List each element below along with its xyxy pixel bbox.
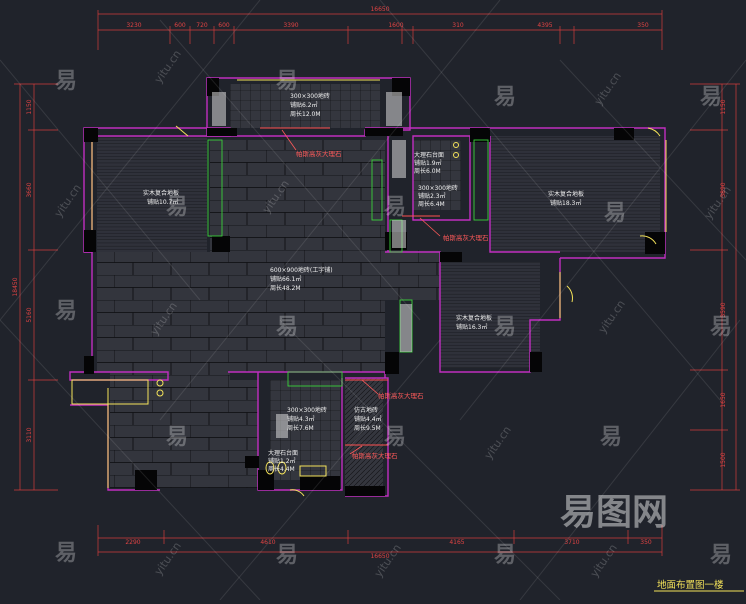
dining-floor	[110, 380, 258, 488]
room-label-living: 600×900地砖(工字铺)铺贴66.1㎡周长48.2M	[270, 266, 333, 292]
dim-label: 1650	[720, 392, 727, 407]
living-room-floor	[97, 140, 440, 380]
dim-label: 600	[174, 22, 186, 29]
right-bedroom-floor	[490, 136, 660, 252]
dim-label: 350	[640, 539, 652, 546]
dim-label: 3590	[720, 302, 727, 317]
watermark-text: yitu.cn	[702, 184, 734, 222]
floor-areas	[97, 84, 660, 488]
room-label-kitchen: 300×300地砖铺贴4.3㎡周长7.6M	[287, 406, 327, 432]
leader-label: 帕斯高灰大理石	[296, 149, 342, 158]
watermark-glyph: 易	[710, 315, 732, 340]
room-label-bath-upper: 300×300地砖铺贴2.3㎡周长6.4M	[418, 184, 458, 208]
watermark-glyph: 易	[384, 195, 406, 220]
dim-label: 2290	[125, 539, 140, 546]
top-dimension-chain	[97, 10, 663, 50]
wall-cabinets	[212, 92, 412, 438]
dim-label: 5160	[26, 307, 33, 322]
room-label-bath-lower: 仿古地砖铺贴4.4㎡周长9.5M	[354, 406, 382, 432]
dim-label: 1150	[720, 99, 727, 114]
dim-label: 1500	[720, 452, 727, 467]
bottom-dimension-chain	[97, 525, 663, 556]
watermark-glyph: 易	[276, 543, 298, 568]
watermark-glyph: 易	[494, 543, 516, 568]
dim-label: 3390	[283, 22, 298, 29]
overall-bottom-dim: 16650	[370, 553, 389, 560]
watermark-text: yitu.cn	[52, 182, 84, 220]
watermark-glyph: 易	[55, 299, 77, 324]
dim-label: 310	[452, 22, 464, 29]
top-dim-labels: 3230 600 720 600 3390 1600 310 4395 350	[126, 22, 649, 29]
room-label-left-bedroom: 实木复合地板铺贴10.7㎡	[143, 189, 179, 206]
room-label-balcony: 300×300地砖铺贴6.2㎡周长12.0M	[290, 92, 330, 118]
right-dimension-chain	[690, 83, 740, 491]
dim-label: 600	[218, 22, 230, 29]
watermark-glyph: 易	[700, 85, 722, 110]
watermark-text: yitu.cn	[588, 542, 620, 580]
dim-label: 3660	[26, 182, 33, 197]
watermark-text: yitu.cn	[152, 540, 184, 578]
watermark-text: yitu.cn	[152, 48, 184, 86]
watermark-glyph: 易	[494, 85, 516, 110]
leader-lines	[281, 129, 441, 455]
watermark-glyph: 易	[384, 425, 406, 450]
watermark-brand: 易图网	[560, 492, 668, 533]
watermark-glyph: 易	[604, 201, 626, 226]
room-label-middle-bedroom: 实木复合地板铺贴16.3㎡	[456, 314, 492, 331]
watermark-glyph: 易	[494, 315, 516, 340]
watermark-glyph: 易	[166, 195, 188, 220]
overall-left-dim: 18450	[12, 277, 19, 296]
watermark-glyphs: 易 易 易 易 易 易 易 易 易 易 易 易 易 易 易 易 易 易	[55, 69, 732, 568]
watermark-text: yitu.cn	[592, 70, 624, 108]
leader-label: 帕斯高灰大理石	[443, 233, 489, 242]
watermark-glyph: 易	[166, 425, 188, 450]
bottom-dim-labels: 2290 4610 4165 3710 350 16650	[125, 539, 652, 560]
dim-label: 350	[637, 22, 649, 29]
watermark-glyph: 易	[55, 69, 77, 94]
middle-bedroom-floor	[440, 262, 540, 368]
watermark-text: yitu.cn	[372, 542, 404, 580]
overall-top-dim: 16650	[370, 6, 389, 13]
dim-label: 3710	[564, 539, 579, 546]
right-dim-labels: 1150 3890 3590 1650 1500	[720, 99, 727, 467]
wall-solids	[84, 78, 665, 496]
leader-label: 帕斯高灰大理石	[352, 451, 398, 460]
balcony-floor	[230, 84, 380, 128]
left-bedroom-floor	[97, 136, 207, 252]
room-label-marble-b: 大理石台面铺贴1.2㎡周长4.4M	[268, 449, 298, 473]
left-dimension-chain	[14, 83, 58, 491]
watermark-glyph: 易	[276, 69, 298, 94]
left-dim-labels: 1150 3660 5160 3110 18450	[12, 99, 33, 442]
dim-label: 1150	[26, 99, 33, 114]
watermark-glyph: 易	[276, 315, 298, 340]
doors-windows	[71, 79, 667, 497]
watermark-text: yitu.cn	[596, 298, 628, 336]
marble-strips	[260, 127, 440, 446]
dim-label: 4610	[260, 539, 275, 546]
room-labels: 300×300地砖铺贴6.2㎡周长12.0M 实木复合地板铺贴10.7㎡ 600…	[143, 92, 584, 473]
leader-label: 帕斯高灰大理石	[378, 391, 424, 400]
dim-label: 1600	[388, 22, 403, 29]
dim-label: 4395	[537, 22, 552, 29]
dim-label: 3890	[720, 182, 727, 197]
watermark-text: yitu.cn	[482, 424, 514, 462]
watermark-glyph: 易	[55, 541, 77, 566]
drawing-title: 地面布置图一楼	[657, 579, 724, 591]
bath-lower-floor	[345, 378, 383, 486]
bath-upper-floor	[413, 140, 461, 210]
dim-label: 4165	[449, 539, 464, 546]
watermark-glyph: 易	[710, 543, 732, 568]
dim-label: 3230	[126, 22, 141, 29]
dim-label: 3110	[26, 427, 33, 442]
dim-label: 720	[196, 22, 208, 29]
room-label-right-bedroom: 实木复合地板铺贴18.3㎡	[548, 190, 584, 207]
room-label-marble-a: 大理石台面铺贴1.9㎡周长6.0M	[414, 151, 444, 175]
watermark-glyph: 易	[600, 425, 622, 450]
